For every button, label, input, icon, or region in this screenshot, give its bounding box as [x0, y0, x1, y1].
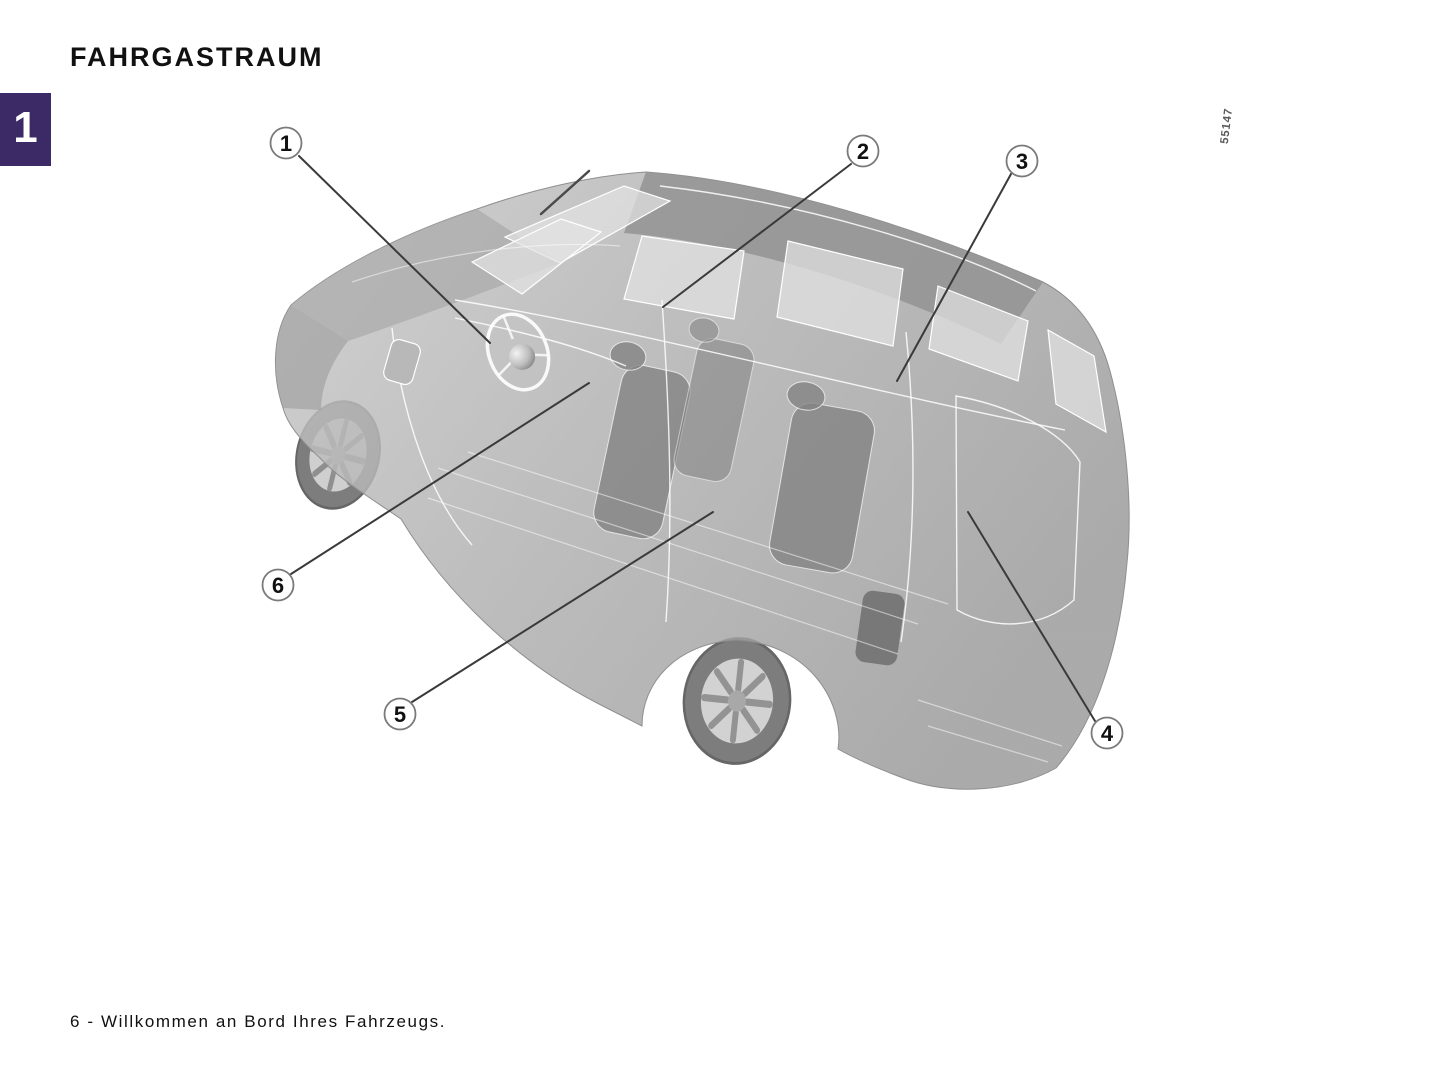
- callout-leader-lines: [290, 155, 1096, 722]
- chapter-tab-number: 1: [13, 102, 38, 152]
- callout-label-3: 3: [1016, 149, 1028, 174]
- callout-circle-1: [269, 126, 303, 160]
- callout-3: 3: [1005, 144, 1039, 178]
- callout-label-1: 1: [280, 131, 292, 156]
- front-door-window: [470, 218, 603, 295]
- callout-1: 1: [269, 126, 303, 160]
- callout-circle-3: [1005, 144, 1039, 178]
- figure-code: 55147: [1218, 107, 1236, 145]
- callout-label-6: 6: [272, 573, 284, 598]
- vehicle-body: [275, 171, 1130, 790]
- callout-circle-2: [846, 134, 880, 168]
- callout-2: 2: [846, 134, 880, 168]
- page-footer: 6 - Willkommen an Bord Ihres Fahrzeugs.: [70, 1012, 447, 1031]
- vehicle-artwork: [275, 169, 1130, 790]
- leader-3: [896, 173, 1012, 382]
- quarter-window: [928, 285, 1029, 382]
- callout-label-5: 5: [394, 702, 406, 727]
- vehicle-hood: [291, 209, 560, 341]
- taillight: [855, 590, 905, 666]
- sliding-door-window: [776, 240, 904, 347]
- vehicle-front-face: [275, 305, 348, 410]
- callout-circle-6: [261, 568, 295, 602]
- callout-circle-4: [1090, 716, 1124, 750]
- mid-window: [623, 235, 745, 320]
- callout-6: 6: [261, 568, 295, 602]
- rear-hatch-window: [1047, 328, 1107, 434]
- callout-5: 5: [383, 697, 417, 731]
- antenna: [539, 169, 591, 216]
- leader-6: [290, 382, 590, 575]
- callout-label-4: 4: [1101, 721, 1114, 746]
- side-mirror: [383, 338, 421, 386]
- callout-label-2: 2: [857, 139, 869, 164]
- leader-1: [298, 155, 491, 344]
- vehicle-windows: [470, 185, 1107, 434]
- chapter-tab: 1: [0, 93, 51, 166]
- leader-2: [662, 163, 852, 308]
- rear-wheel: [682, 637, 792, 765]
- callout-4: 4: [1090, 716, 1124, 750]
- leader-4: [967, 511, 1096, 722]
- steering-wheel: [485, 312, 551, 392]
- page-title: FAHRGASTRAUM: [70, 42, 324, 72]
- callout-circle-5: [383, 697, 417, 731]
- vehicle-seats: [593, 317, 875, 574]
- leader-5: [411, 511, 714, 703]
